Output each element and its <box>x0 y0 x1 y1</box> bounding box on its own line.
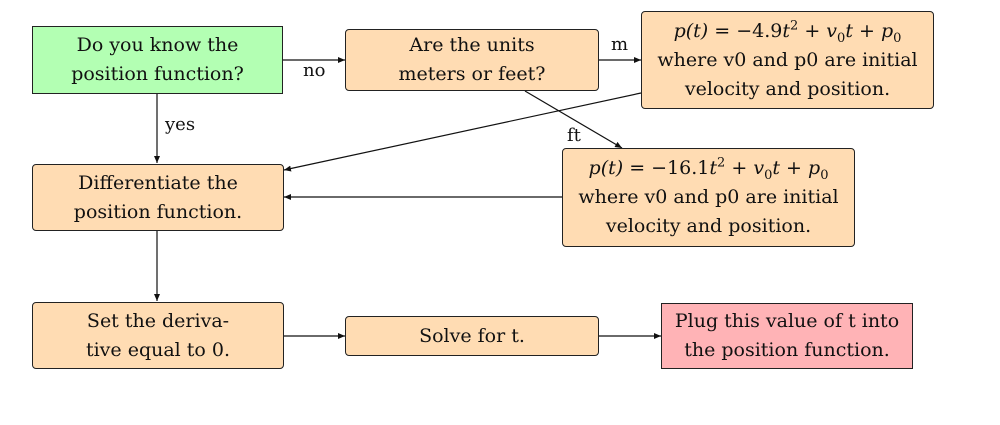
eq-plus: + <box>804 19 821 42</box>
node-text-line: Do you know the <box>76 34 239 56</box>
meters-equation: p(t) = −4.9t2 + v0t + p0 <box>673 18 902 46</box>
edge-label-yes: yes <box>165 114 196 135</box>
eq-sub: 0 <box>893 30 902 46</box>
eq-sub: 0 <box>820 167 829 183</box>
node-text-line: where v0 and p0 are initial <box>657 48 918 71</box>
edge-units-to-feet <box>524 90 623 149</box>
eq-lhs: p(t) = <box>673 19 731 42</box>
node-feet-formula: p(t) = −16.1t2 + v0t + p0 where v0 and p… <box>562 148 855 247</box>
feet-equation: p(t) = −16.1t2 + v0t + p0 <box>588 155 829 183</box>
node-know-position: Do you know the position function? <box>32 26 283 94</box>
eq-p: p <box>808 157 821 179</box>
node-text-line: Are the units <box>409 34 535 56</box>
node-text-line: tive equal to 0. <box>85 338 231 361</box>
eq-v: v <box>826 19 838 42</box>
eq-p: p <box>880 19 894 42</box>
node-text-line: Differentiate the <box>78 171 238 194</box>
node-text-line: position function? <box>71 63 244 85</box>
eq-plus2: + <box>786 157 802 179</box>
edge-meters-to-differentiate <box>283 92 642 172</box>
node-units-question: Are the units meters or feet? <box>345 29 599 91</box>
node-solve-t: Solve for t. <box>345 316 599 356</box>
node-text-line: velocity and position. <box>605 215 812 237</box>
node-text-line: velocity and position. <box>684 77 891 100</box>
node-text-line: Set the deriva- <box>86 309 230 332</box>
eq-lhs: p(t) = <box>588 157 646 179</box>
eq-plus: + <box>731 157 748 179</box>
edge-label-no: no <box>303 60 326 81</box>
node-text-line: Solve for t. <box>419 324 525 347</box>
eq-coef: −4.9 <box>736 19 783 42</box>
node-meters-formula: p(t) = −4.9t2 + v0t + p0 where v0 and p0… <box>641 11 934 109</box>
eq-sub: 0 <box>837 30 846 46</box>
edge-label-m: m <box>611 34 629 55</box>
eq-sub: 0 <box>764 167 773 183</box>
eq-plus2: + <box>859 19 875 42</box>
edge-label-ft: ft <box>567 125 581 146</box>
eq-v: v <box>753 157 765 179</box>
node-text-line: meters or feet? <box>398 63 546 85</box>
eq-coef: −16.1 <box>651 157 710 179</box>
node-text-line: where v0 and p0 are initial <box>578 186 839 208</box>
eq-t: t <box>772 157 780 179</box>
node-plug-value: Plug this value of t into the position f… <box>661 303 913 369</box>
node-text-line: the position function. <box>684 339 890 361</box>
node-text-line: Plug this value of t into <box>674 310 900 332</box>
node-differentiate: Differentiate the position function. <box>32 164 284 231</box>
eq-t: t <box>845 19 853 42</box>
node-text-line: position function. <box>73 200 243 223</box>
node-set-derivative: Set the deriva- tive equal to 0. <box>32 302 284 369</box>
